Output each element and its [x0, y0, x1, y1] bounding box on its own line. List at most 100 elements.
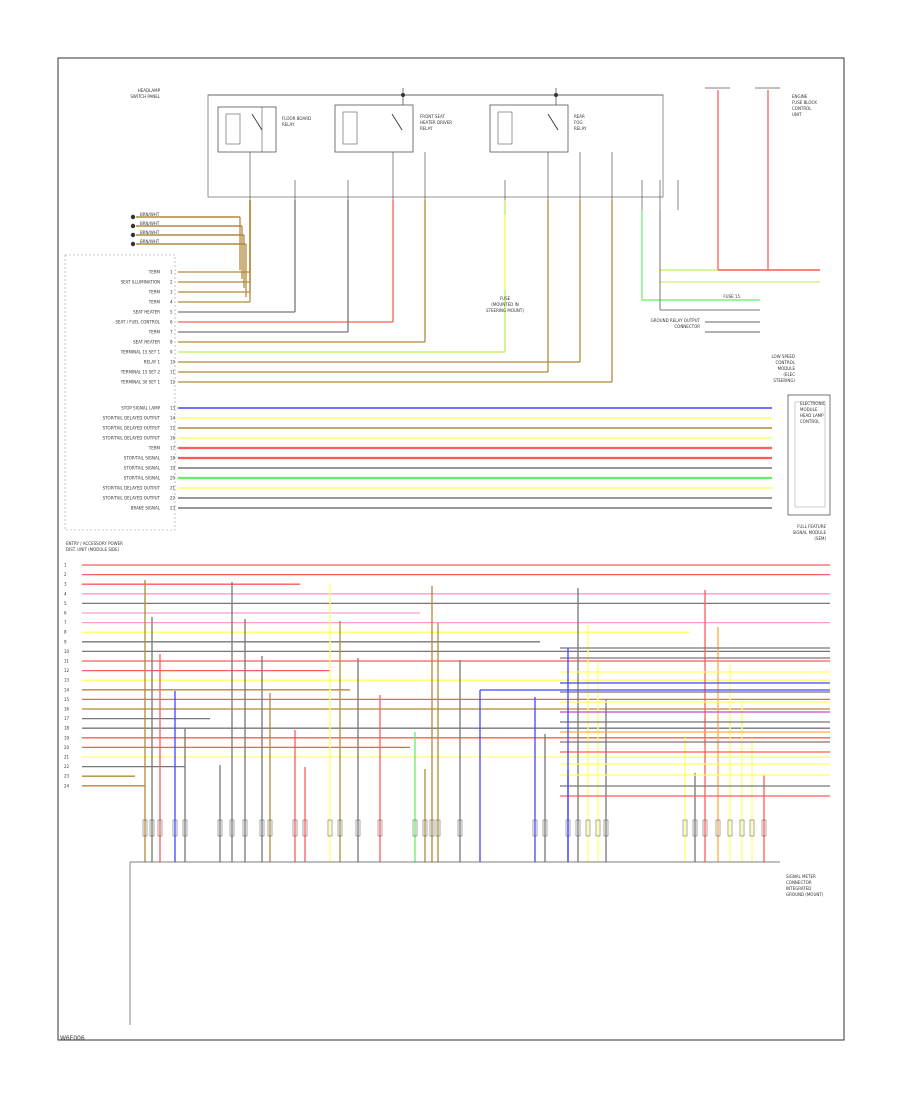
- mid-connector-label: STOP/TAIL SIGNAL: [124, 466, 161, 471]
- pin-number: 5: [64, 601, 67, 606]
- pin-number: 4: [64, 591, 67, 596]
- pin-number: 9: [170, 350, 173, 355]
- connector-label: RELAY 1: [144, 360, 161, 365]
- right-fuse-label: CONTROL: [792, 106, 812, 111]
- pin-connector: [292, 819, 298, 837]
- pin-connector: [702, 819, 708, 837]
- pin-connector: [157, 819, 163, 837]
- relay-b-label: RELAY: [420, 126, 433, 131]
- em-module-label: ELECTRONIC: [800, 401, 826, 406]
- pin-connector: [542, 819, 548, 837]
- wires-group: [82, 200, 830, 862]
- pin-connector: [457, 819, 463, 837]
- relay-c-label: RELAY: [574, 126, 587, 131]
- pin-connector: [229, 819, 235, 837]
- pin-connector: [761, 819, 767, 837]
- pin-connector: [337, 819, 343, 837]
- pin-connector: [327, 819, 333, 837]
- em-module-label: CONTROL: [800, 419, 820, 424]
- pin-number: 6: [170, 320, 173, 325]
- relay-a-label: FLOOR BOARD: [282, 116, 311, 121]
- relay-c-label: FOG: [574, 120, 583, 125]
- pin-number: 11: [64, 659, 70, 664]
- ground-connectors: [130, 214, 136, 247]
- fuse15-label: FUSE 15: [723, 294, 740, 299]
- low-speed-control-label: MODULE: [778, 366, 796, 371]
- pin-number: 15: [170, 426, 176, 431]
- center-fuse-label: FUSE: [500, 296, 511, 301]
- pin-connector: [749, 819, 755, 837]
- pin-connector: [302, 819, 308, 837]
- pin-connector: [267, 819, 273, 837]
- signal-meter-label: SIGNAL METER: [786, 874, 816, 879]
- ground-label: BRN/WHT: [140, 230, 160, 235]
- pin-number: 8: [64, 630, 67, 635]
- low-speed-control-label: LOW SPEED: [771, 354, 795, 359]
- connector-label: TERMINAL 15 SET 2: [120, 370, 161, 375]
- full-feature-label: SIGNAL MODULE: [793, 530, 827, 535]
- center-fuse-label: (MOUNTED IN: [491, 302, 519, 307]
- mid-connector-label: STOP/TAIL SIGNAL: [124, 476, 161, 481]
- center-fuse-label: STEERING MOUNT): [486, 308, 524, 313]
- low-speed-control-label: (ELEC: [783, 372, 795, 377]
- connector-label: TERM: [148, 270, 161, 275]
- pin-number: 13: [64, 678, 70, 683]
- pin-number: 8: [170, 340, 173, 345]
- pin-connector: [355, 819, 361, 837]
- pin-connector: [739, 819, 745, 837]
- pin-number: 16: [64, 707, 70, 712]
- pin-connector: [532, 819, 538, 837]
- pin-connector: [422, 819, 428, 837]
- connector-label: TERMINAL 30 SET 1: [120, 380, 161, 385]
- relay-label-left: SWITCH PANEL: [130, 94, 160, 99]
- footer-code: W6F006: [60, 1035, 85, 1042]
- mid-connector-label: STOP/TAIL DELAYED OUTPUT: [103, 436, 161, 441]
- signal-meter-label: GROUND (MOUNT): [786, 892, 824, 897]
- mid-connector-label: TERM: [148, 446, 161, 451]
- pin-number: 9: [64, 639, 67, 644]
- pin-number: 11: [170, 370, 176, 375]
- connector-label: SEAT ILLUMINATION: [121, 280, 160, 285]
- connector-label: TERMINAL 15 SET 1: [120, 350, 161, 355]
- pin-number: 1: [64, 563, 67, 568]
- ground-label: BRN/WHT: [140, 212, 160, 217]
- pin-number: 21: [170, 486, 176, 491]
- pin-number: 20: [64, 745, 70, 750]
- relay-a: [217, 106, 277, 153]
- relay-b-label: HEATER DRIVER: [420, 120, 452, 125]
- pin-connector: [603, 819, 609, 837]
- pin-number: 24: [64, 783, 70, 788]
- pin-connector: [259, 819, 265, 837]
- pin-number: 12: [64, 668, 70, 673]
- low-speed-control-label: STEERING): [773, 378, 795, 383]
- right-fuse-label: FUSE BLOCK: [792, 100, 817, 105]
- pin-number: 7: [170, 330, 173, 335]
- left-connector-frame: [64, 254, 176, 531]
- em-module-label: MODULE: [800, 407, 818, 412]
- relay-c-label: REAR: [574, 114, 585, 119]
- ground-relay-label: CONNECTOR: [674, 324, 700, 329]
- pin-connector: [242, 819, 248, 837]
- pin-connector: [595, 819, 601, 837]
- em-module-label: HEAD LAMP: [800, 413, 824, 418]
- pin-number: 23: [170, 506, 176, 511]
- entry-dist-label: DIST. UNIT (MODULE SIDE): [66, 547, 120, 552]
- ground-label: BRN/WHT: [140, 221, 160, 226]
- mid-connector-label: STOP/TAIL DELAYED OUTPUT: [103, 426, 161, 431]
- pin-number: 22: [170, 496, 176, 501]
- pin-connector: [585, 819, 591, 837]
- pin-number: 10: [64, 649, 70, 654]
- full-feature-label: FULL FEATURE: [797, 524, 826, 529]
- ground-label: BRN/WHT: [140, 239, 160, 244]
- pin-connector: [715, 819, 721, 837]
- pin-number: 2: [170, 280, 173, 285]
- right-fuse-label: UNIT: [792, 112, 802, 117]
- relay-a-label: RELAY: [282, 122, 295, 127]
- pin-number: 13: [170, 406, 176, 411]
- pin-connector: [575, 819, 581, 837]
- right-fuse-label: ENGINE: [792, 94, 808, 99]
- pin-connector: [435, 819, 441, 837]
- mid-connector-label: STOP/TAIL DELAYED OUTPUT: [103, 416, 161, 421]
- pin-number: 2: [64, 572, 67, 577]
